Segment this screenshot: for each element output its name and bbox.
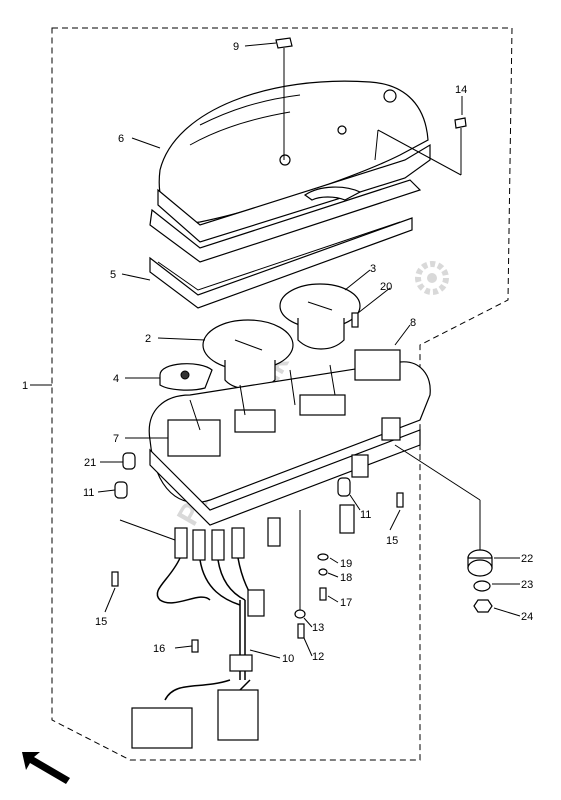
callout-15-left: 15 xyxy=(95,616,107,628)
screw-9 xyxy=(275,37,293,160)
callout-16: 16 xyxy=(153,643,165,655)
meter-cover xyxy=(149,80,431,263)
bulb-11b xyxy=(337,477,351,497)
assembly-boundary xyxy=(51,27,513,761)
callout-21: 21 xyxy=(84,457,96,469)
callout-10: 10 xyxy=(282,653,294,665)
callout-9: 9 xyxy=(233,41,239,53)
callout-11-left: 11 xyxy=(83,487,94,499)
leader-lines xyxy=(30,42,521,659)
callout-1: 1 xyxy=(22,380,28,392)
callout-labels: 9 6 14 5 3 20 2 8 4 1 7 21 11 11 15 22 2… xyxy=(22,41,533,665)
knob-4 xyxy=(159,363,213,391)
washer-23 xyxy=(473,580,491,592)
callout-24: 24 xyxy=(521,611,533,623)
screw-17 xyxy=(319,587,327,601)
callout-11-right: 11 xyxy=(360,509,371,521)
gauge-3 xyxy=(279,283,361,350)
callout-13: 13 xyxy=(312,622,324,634)
socket-set xyxy=(174,454,369,561)
screw-14 xyxy=(374,117,467,176)
nut-24 xyxy=(473,599,493,613)
callout-4: 4 xyxy=(113,373,119,385)
screw-12 xyxy=(297,623,305,639)
callout-23: 23 xyxy=(521,579,533,591)
callout-2: 2 xyxy=(145,333,151,345)
screw-15a xyxy=(396,492,404,508)
gasket xyxy=(149,217,413,309)
grommet-22 xyxy=(467,549,493,577)
callout-18: 18 xyxy=(340,572,352,584)
callout-5: 5 xyxy=(110,269,116,281)
bulb-11a xyxy=(114,481,128,499)
callout-17: 17 xyxy=(340,597,352,609)
screw-20 xyxy=(351,312,359,328)
clip-18 xyxy=(318,568,328,576)
washer-19 xyxy=(317,553,329,561)
gauge-2 xyxy=(202,319,294,390)
bulb-21 xyxy=(122,452,136,470)
callout-7: 7 xyxy=(113,433,119,445)
screw-16 xyxy=(191,639,199,653)
callout-8: 8 xyxy=(410,317,416,329)
screw-15b xyxy=(111,571,119,587)
clip-13 xyxy=(294,609,306,619)
callout-15-right: 15 xyxy=(386,535,398,547)
wire-harness xyxy=(131,557,265,749)
meter-housing xyxy=(148,349,431,526)
callout-3: 3 xyxy=(370,263,376,275)
callout-19: 19 xyxy=(340,558,352,570)
callout-20: 20 xyxy=(380,281,392,293)
gear-icon xyxy=(415,261,449,295)
callout-12: 12 xyxy=(312,651,324,663)
callout-14: 14 xyxy=(455,84,467,96)
arrow-icon xyxy=(22,752,70,784)
callout-22: 22 xyxy=(521,553,533,565)
callout-6: 6 xyxy=(118,133,124,145)
